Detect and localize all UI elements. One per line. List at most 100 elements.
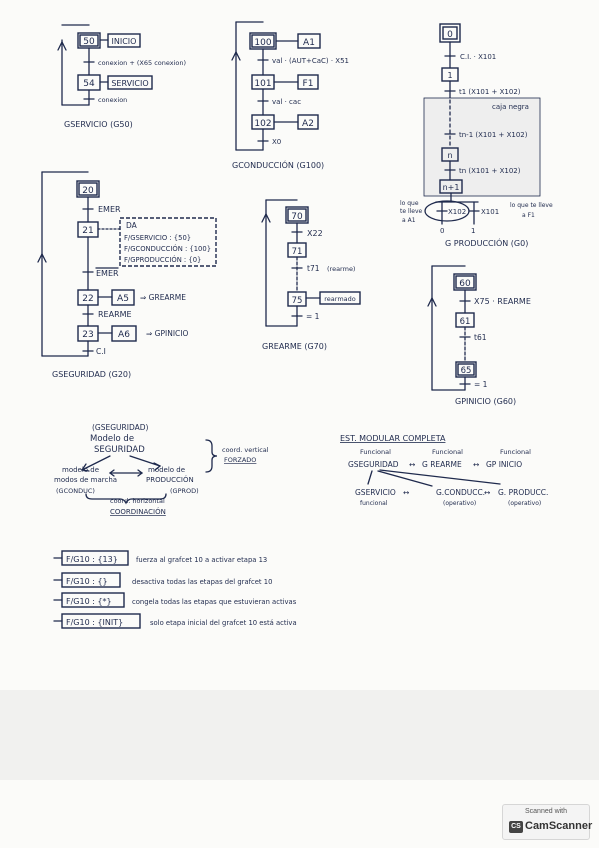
modular-structure: EST. MODULAR COMPLETA Funcional Funciona… xyxy=(340,434,548,507)
action-da: DA xyxy=(126,221,138,230)
step-100-label: 100 xyxy=(254,38,271,48)
transition-x102: X102 xyxy=(448,208,466,216)
model-diagram: (GSEGURIDAD) Modelo de SEGURIDAD coord. … xyxy=(54,423,269,516)
grafcet-title: GSERVICIO (G50) xyxy=(64,120,133,129)
transition-ci: C.I. · X101 xyxy=(460,53,496,61)
node-grearme: G REARME xyxy=(422,460,462,469)
badge-line1: Scanned with xyxy=(524,808,568,815)
label-funcional-4: funcional xyxy=(360,500,388,507)
note-lo-que: lo que xyxy=(400,200,419,207)
transition-conexion: conexion + (X65 conexion) xyxy=(98,59,186,67)
arrow-cond-prod: ↔ xyxy=(484,488,490,497)
action-f1 xyxy=(297,74,319,90)
forcing-code: F/G10 : {13} xyxy=(66,555,118,564)
action-inicio-label: INICIO xyxy=(112,37,137,46)
step-65 xyxy=(455,361,477,378)
node-gconducc: G.CONDUCC. xyxy=(436,488,485,497)
step-101-label: 101 xyxy=(254,79,271,89)
note-rearme: (rearme) xyxy=(327,265,355,273)
forcing-item: F/G10 : {INIT} solo etapa inicial del gr… xyxy=(53,613,297,629)
forcing-item: F/G10 : {*} congela todas las etapas que… xyxy=(53,592,297,608)
action-forcing-box xyxy=(119,217,217,267)
transition-val: val · (AUT+CaC) · X51 xyxy=(272,57,349,65)
note-a-a1: a A1 xyxy=(402,217,416,224)
action-rearmado xyxy=(319,291,361,305)
step-102-label: 102 xyxy=(254,119,271,129)
transition-tn-1: tn-1 (X101 + X102) xyxy=(459,131,528,139)
step-0-label: 0 xyxy=(447,30,453,40)
label-funcional-3: Funcional xyxy=(500,448,531,456)
step-65-label: 65 xyxy=(461,366,472,376)
model-seguridad-1: Modelo de xyxy=(90,434,134,444)
model-seguridad-2: SEGURIDAD xyxy=(94,445,145,455)
transition-eq1: = 1 xyxy=(474,380,488,389)
arrow-rearme-pinicio: ↔ xyxy=(473,460,479,469)
transition-tn: tn (X101 + X102) xyxy=(459,167,521,175)
grafcet-title: GSEGURIDAD (G20) xyxy=(52,370,131,379)
grafcet-g60: 60 X75 · REARME 61 t61 65 = 1 GPINICIO (… xyxy=(427,265,531,406)
grafcet-g100: 100 A1 val · (AUT+CaC) · X51 101 F1 val … xyxy=(231,21,349,170)
transition-conexion-2: conexion xyxy=(98,96,127,104)
action-a5-label: A5 xyxy=(117,294,129,304)
modelo-prod-2: PRODUCCIÓN xyxy=(146,475,194,484)
forcing-item: F/G10 : {} desactiva todas las etapas de… xyxy=(53,572,272,588)
modelo-modos-3: (GCONDUC) xyxy=(56,487,95,495)
step-n1-label: n+1 xyxy=(443,183,460,192)
modelo-prod-3: (GPROD) xyxy=(170,487,199,495)
forcing-list: F/G10 : {13} fuerza al grafcet 10 a acti… xyxy=(53,550,297,629)
transition-rearme: REARME xyxy=(98,310,132,319)
transition-x101: X101 xyxy=(481,208,499,216)
grafcet-title: GPINICIO (G60) xyxy=(455,397,516,406)
transition-emer: EMER xyxy=(98,205,121,214)
forcing-item: F/G10 : {13} fuerza al grafcet 10 a acti… xyxy=(53,550,267,566)
step-61-label: 61 xyxy=(460,317,471,327)
est-title: EST. MODULAR COMPLETA xyxy=(340,434,446,443)
note-gpinicio: ⇒ GPINICIO xyxy=(146,329,188,338)
coord-horizontal: coord. horizontal xyxy=(110,497,165,505)
action-a5 xyxy=(111,289,135,306)
label-funcional-1: Funcional xyxy=(360,448,391,456)
action-force-produccion: F/GPRODUCCIÓN : {0} xyxy=(124,255,201,264)
camscanner-logo-icon: CS xyxy=(509,821,523,833)
arrow-seg-rearme: ↔ xyxy=(409,460,415,469)
brace-vertical xyxy=(205,439,218,473)
step-70-label: 70 xyxy=(291,212,303,222)
coord-vertical: coord. vertical xyxy=(222,446,269,454)
node-gservicio: GSERVICIO xyxy=(355,488,396,497)
action-rearmado-label: rearmado xyxy=(324,295,356,303)
action-a6 xyxy=(111,325,137,342)
arrow-serv-cond: ↔ xyxy=(403,488,409,497)
note-te-lleve: te lleve xyxy=(400,208,423,215)
step-71-label: 71 xyxy=(292,247,303,257)
transition-x75-rearme: X75 · REARME xyxy=(474,297,531,306)
step-50-label: 50 xyxy=(83,37,95,47)
action-a2 xyxy=(297,114,319,130)
step-21-label: 21 xyxy=(82,226,93,236)
forzado: FORZADO xyxy=(224,456,256,464)
modelo-modos-2: modos de marcha xyxy=(54,476,117,484)
branch-1: 1 xyxy=(471,227,475,235)
transition-t1: t1 (X101 + X102) xyxy=(459,88,521,96)
action-a6-label: A6 xyxy=(118,330,130,340)
action-servicio-label: SERVICIO xyxy=(111,79,148,88)
note-a-f1: a F1 xyxy=(522,212,535,219)
forcing-desc: congela todas las etapas que estuvieran … xyxy=(132,598,297,606)
transition-t61: t61 xyxy=(474,333,487,342)
black-box-area xyxy=(423,97,541,197)
transition-x22: X22 xyxy=(307,229,323,238)
forcing-code: F/G10 : {INIT} xyxy=(66,618,123,627)
grafcet-g70: 70 X22 71 t71 (rearme) 75 rearmado = 1 G… xyxy=(261,199,361,351)
note-lo-que-f1: lo que te lleve xyxy=(510,202,553,209)
forcing-desc: fuerza al grafcet 10 a activar etapa 13 xyxy=(136,556,267,564)
action-servicio xyxy=(107,75,153,90)
action-force-conduccion: F/GCONDUCCIÓN : {100} xyxy=(124,244,211,253)
forcing-desc: solo etapa inicial del grafcet 10 está a… xyxy=(150,619,297,627)
grafcet-g20: 20 EMER 21 DA F/GSERVICIO : {50} F/GCOND… xyxy=(37,171,217,379)
note-grearme: ⇒ GREARME xyxy=(140,293,186,302)
modelo-prod-1: modelo de xyxy=(148,466,185,474)
transition-ci: C.I xyxy=(96,347,106,356)
node-gpinicio: GP INICIO xyxy=(486,460,522,469)
transition-val-cac: val · cac xyxy=(272,98,301,106)
action-a1-label: A1 xyxy=(303,38,315,48)
